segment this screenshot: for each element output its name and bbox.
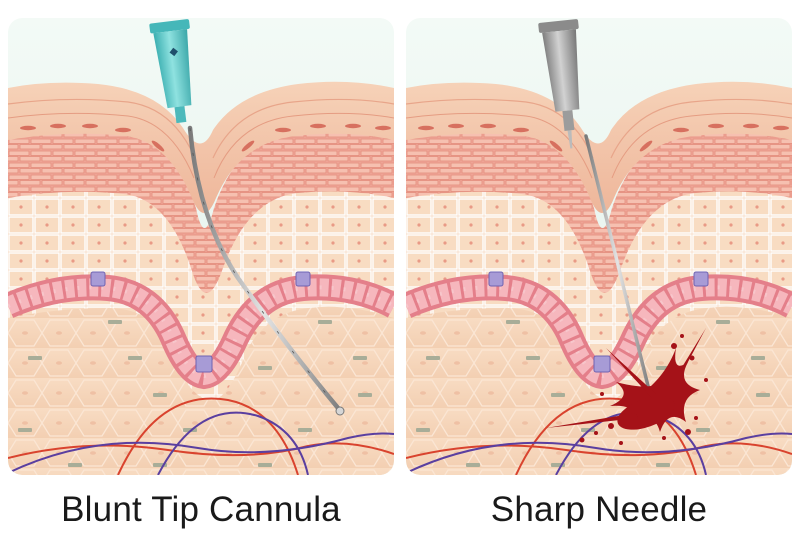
blood-splatter: [546, 328, 708, 445]
panel-sharp-needle: [406, 18, 792, 475]
panel-blunt-tip-cannula: [8, 18, 394, 475]
skin-cross-section-illustration: [8, 18, 394, 475]
caption-sharp-needle: Sharp Needle: [490, 490, 708, 529]
cannula-hub: [149, 19, 192, 124]
skin-cross-section-illustration: [406, 18, 792, 475]
needle-hub: [538, 19, 580, 149]
needle-shaft: [584, 134, 651, 392]
blunt-tip: [335, 406, 345, 416]
caption-blunt-tip-cannula: Blunt Tip Cannula: [61, 490, 341, 529]
